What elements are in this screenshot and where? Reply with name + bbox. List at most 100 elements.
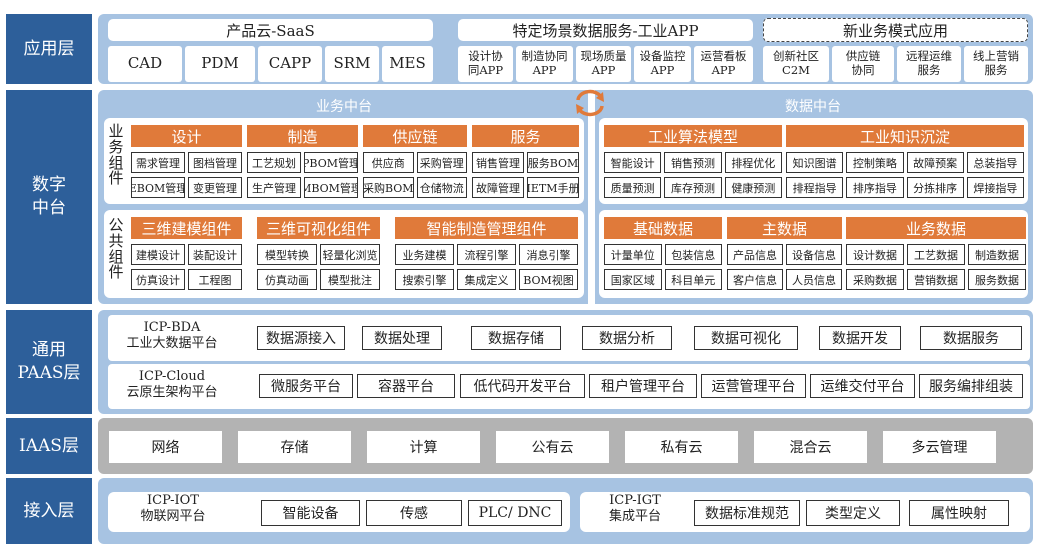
common-group-header-text: 三维可视化组件: [265, 219, 371, 238]
cloud-platform-label: ICP-Cloud 云原生架构平台: [112, 369, 232, 400]
bda-item-text: 数据开发: [832, 331, 888, 347]
business-group-header-text: 供应链: [392, 127, 438, 146]
business-component-item-text: 需求管理: [136, 156, 180, 170]
data-asset-item: 采购数据: [846, 269, 904, 290]
common-group-header-text: 智能制造管理组件: [426, 219, 547, 238]
layer-label-app: 应用层: [6, 14, 92, 84]
business-platform-title: 业务中台: [100, 96, 588, 116]
data-asset-header: 基础数据: [604, 217, 722, 239]
bda-item-text: 数据分析: [599, 331, 655, 347]
igt-desc: 集成平台: [608, 508, 661, 524]
business-component-item-text: 变更管理: [193, 181, 237, 195]
business-component-item-text: 仓储物流: [419, 181, 464, 195]
common-component-item-text: 工程图: [198, 273, 232, 287]
saas-item-text: PDM: [201, 54, 239, 73]
business-component-item-text: 供应商: [371, 156, 405, 170]
iaas-item-text: 存储: [280, 440, 309, 456]
common-component-item: 轻量化浏览: [320, 244, 380, 265]
saas-item-text: CAD: [127, 54, 163, 73]
data-model-item-text: 故障预案: [913, 156, 958, 170]
industrial-app-item: 设计协 同APP: [458, 46, 513, 82]
iot-item: PLC/ DNC: [468, 500, 562, 526]
data-model-item-text: 销售预测: [670, 156, 715, 170]
business-component-item: 服务BOM: [527, 152, 579, 173]
data-asset-item: 国家区域: [604, 269, 662, 290]
data-asset-item-text: 工艺数据: [914, 248, 958, 262]
data-asset-item-text: 计量单位: [610, 248, 655, 262]
common-component-item-text: BOM视图: [523, 273, 574, 287]
saas-item: CAD: [108, 46, 182, 82]
bda-item-text: 数据源接入: [266, 331, 336, 347]
business-component-item: 图档管理: [188, 152, 242, 173]
saas-title: 产品云-SaaS: [108, 19, 433, 41]
business-component-item: PBOM管理: [304, 152, 358, 173]
iaas-item-text: 公有云: [531, 440, 574, 456]
data-asset-header: 业务数据: [846, 217, 1026, 239]
common-component-item-text: 装配设计: [193, 248, 237, 262]
data-model-item-text: 质量预测: [610, 181, 655, 195]
industrial-app-item-text: 现场质量 APP: [580, 49, 627, 77]
cloud-item: 运营管理平台: [701, 374, 806, 398]
data-asset-item: 工艺数据: [907, 244, 965, 265]
data-asset-item-text: 采购数据: [853, 273, 897, 287]
industrial-app-item: 现场质量 APP: [576, 46, 631, 82]
common-component-item: 装配设计: [188, 244, 242, 265]
new-model-title: 新业务模式应用: [763, 18, 1028, 42]
data-asset-item-text: 客户信息: [733, 273, 777, 287]
data-asset-item-text: 营销数据: [914, 273, 958, 287]
iaas-item: 网络: [109, 431, 222, 463]
data-model-header: 工业知识沉淀: [786, 125, 1024, 147]
industrial-app-item: 运营看板 APP: [694, 46, 753, 82]
bda-item: 数据服务: [920, 326, 1022, 350]
saas-item: MES: [382, 46, 433, 82]
cloud-item-text: 容器平台: [378, 379, 434, 395]
business-group-header: 制造: [247, 125, 358, 147]
common-component-item-text: 业务建模: [402, 248, 447, 262]
common-component-item-text: 消息引擎: [526, 248, 571, 262]
data-model-item: 排程优化: [724, 152, 782, 173]
common-components-label-text: 公 共 组 件: [108, 216, 124, 282]
common-component-item: 建模设计: [131, 244, 185, 265]
cloud-item-text: 微服务平台: [271, 379, 341, 395]
iaas-item-text: 私有云: [660, 440, 703, 456]
bda-item: 数据开发: [819, 326, 901, 350]
data-asset-item: 设计数据: [846, 244, 904, 265]
data-model-item-text: 排序指导: [852, 181, 897, 195]
common-component-item: 模型批注: [320, 269, 380, 290]
data-asset-item-text: 制造数据: [975, 248, 1019, 262]
common-group-header: 三维建模组件: [131, 217, 242, 239]
data-model-item-text: 控制策略: [852, 156, 897, 170]
business-component-item: 变更管理: [188, 177, 242, 198]
bda-item-text: 数据可视化: [711, 331, 781, 347]
data-model-item: 焊接指导: [966, 177, 1024, 198]
business-group-header-text: 设计: [171, 127, 202, 146]
data-model-item-text: 排程优化: [731, 156, 776, 170]
data-asset-header-text: 业务数据: [905, 219, 966, 238]
data-model-item-text: 焊接指导: [973, 181, 1018, 195]
data-asset-item: 产品信息: [727, 244, 783, 265]
igt-item-text: 类型定义: [825, 506, 881, 522]
saas-item-text: CAPP: [268, 54, 312, 73]
iaas-item: 计算: [367, 431, 480, 463]
cloud-item: 微服务平台: [259, 374, 353, 398]
common-component-item: 模型转换: [257, 244, 317, 265]
business-group-header-text: 服务: [510, 127, 541, 146]
data-asset-item: 营销数据: [907, 269, 965, 290]
business-component-item-text: 工艺规划: [252, 156, 296, 170]
business-group-header: 设计: [131, 125, 242, 147]
layer-label-iaas-text: IAAS层: [19, 435, 79, 456]
iaas-item: 公有云: [496, 431, 609, 463]
data-asset-item-text: 设备信息: [792, 248, 836, 262]
igt-item: 类型定义: [806, 500, 900, 526]
data-model-item-text: 分拣排序: [913, 181, 958, 195]
data-model-item-text: 知识图谱: [792, 156, 837, 170]
common-component-item: 消息引擎: [519, 244, 578, 265]
common-component-item-text: 仿真动画: [265, 273, 309, 287]
data-model-item: 控制策略: [846, 152, 904, 173]
cloud-item: 服务编排组装: [919, 374, 1023, 398]
data-model-item-text: 总装指导: [973, 156, 1018, 170]
platform-divider: [588, 90, 595, 304]
layer-label-app-text: 应用层: [23, 38, 75, 59]
iaas-item-text: 计算: [409, 440, 438, 456]
bda-desc: 工业大数据平台: [126, 335, 218, 351]
